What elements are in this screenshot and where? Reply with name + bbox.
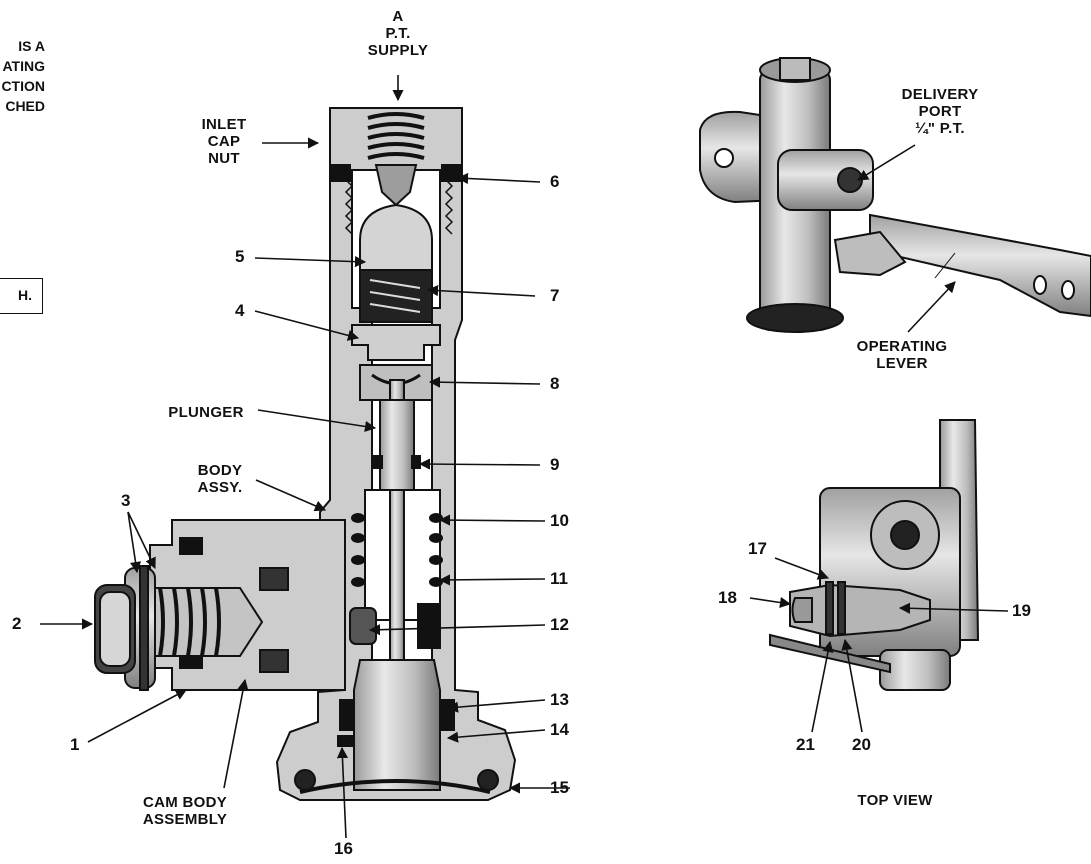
cam-body-assembly-label: CAM BODY ASSEMBLY [130,794,240,828]
fragment-line-2: ATING [2,58,45,74]
part-number-4: 4 [235,301,245,320]
left-fragment-text: IS A ATING CTION CHED [0,36,45,116]
supply-label-line-3: SUPPLY [367,42,429,59]
delivery-port-label: DELIVERY PORT ¼" P.T. [895,86,985,137]
delivery-label-line-1: DELIVERY [901,86,979,103]
part-number-2: 2 [12,614,22,633]
delivery-label-line-2: PORT [918,103,962,120]
leader-lines [40,75,570,839]
part-number-5: 5 [235,247,245,266]
topview-leader-lines [749,557,1009,733]
fragment-box: H. [0,278,43,314]
operating-lever-label: OPERATING LEVER [850,338,954,372]
body-label-line-2: ASSY. [197,479,243,496]
fragment-line-1: IS A [18,38,45,54]
plunger-label: PLUNGER [168,404,244,421]
delivery-label-line-3: ¼" P.T. [915,120,965,137]
part-number-3: 3 [121,491,131,510]
lever-label-line-1: OPERATING [856,338,948,355]
valve-cutaway [94,107,517,801]
part-number-1: 1 [70,735,80,754]
body-assy-label: BODY ASSY. [190,462,250,496]
supply-label: A P.T. SUPPLY [360,8,436,59]
inlet-cap-nut-label: INLET CAP NUT [192,116,256,167]
part-number-15: 15 [550,778,569,797]
supply-label-line-1: A [392,8,404,25]
inlet-label-line-3: NUT [208,150,240,167]
valve-top-view [769,419,980,691]
right-leader-lines [857,144,956,333]
part-number-18: 18 [718,588,737,607]
cam-label-line-2: ASSEMBLY [142,811,228,828]
part-number-19: 19 [1012,601,1031,620]
valve-perspective-view [699,57,1091,333]
cam-label-line-1: CAM BODY [142,794,228,811]
part-number-14: 14 [550,720,569,739]
part-number-9: 9 [550,455,560,474]
body-label-line-1: BODY [197,462,243,479]
part-number-16: 16 [334,839,353,858]
inlet-label-line-1: INLET [201,116,247,133]
fragment-line-3: CTION [1,78,45,94]
part-number-21: 21 [796,735,815,754]
inlet-label-line-2: CAP [207,133,241,150]
part-number-20: 20 [852,735,871,754]
part-number-10: 10 [550,511,569,530]
part-number-8: 8 [550,374,560,393]
fragment-line-4: CHED [5,98,45,114]
part-number-13: 13 [550,690,569,709]
supply-label-line-2: P.T. [385,25,411,42]
fragment-box-text: H. [18,287,32,303]
part-number-7: 7 [550,286,560,305]
part-number-6: 6 [550,172,560,191]
lever-label-line-2: LEVER [876,355,928,372]
part-number-12: 12 [550,615,569,634]
part-number-17: 17 [748,539,767,558]
part-number-11: 11 [550,569,568,588]
top-view-label: TOP VIEW [857,792,933,809]
